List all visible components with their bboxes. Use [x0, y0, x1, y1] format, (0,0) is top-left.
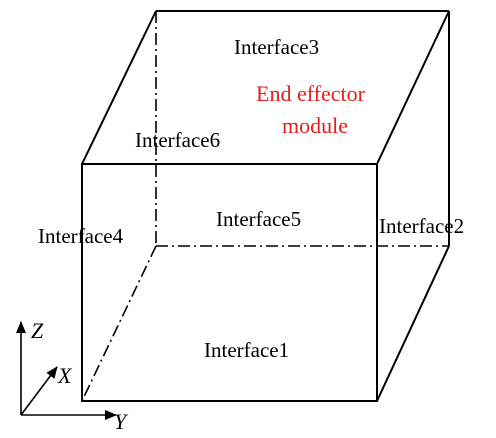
hidden-diagonal-edge [81, 245, 157, 402]
x-axis-label: X [58, 363, 72, 388]
front-face-edge [81, 163, 378, 402]
interface2-label: Interface2 [379, 214, 465, 238]
top-right-edge [376, 10, 450, 165]
interface5-label: Interface5 [216, 207, 302, 231]
interface3-label: Interface3 [234, 35, 320, 59]
x-axis-arrow [20, 366, 58, 416]
interface6-label: Interface6 [135, 128, 221, 152]
y-axis-label: Y [114, 409, 127, 434]
cube-hidden-edges [81, 11, 449, 402]
bottom-right-edge [376, 245, 450, 402]
interface4-label: Interface4 [38, 224, 124, 248]
top-left-edge [81, 10, 157, 165]
end-effector-label-line1: End effector [256, 81, 365, 106]
z-axis-label: Z [31, 318, 44, 343]
interface1-label: Interface1 [204, 338, 290, 362]
end-effector-label-line2: module [282, 113, 348, 138]
coordinate-frame [16, 321, 117, 420]
cube-visible-edges [81, 10, 450, 402]
